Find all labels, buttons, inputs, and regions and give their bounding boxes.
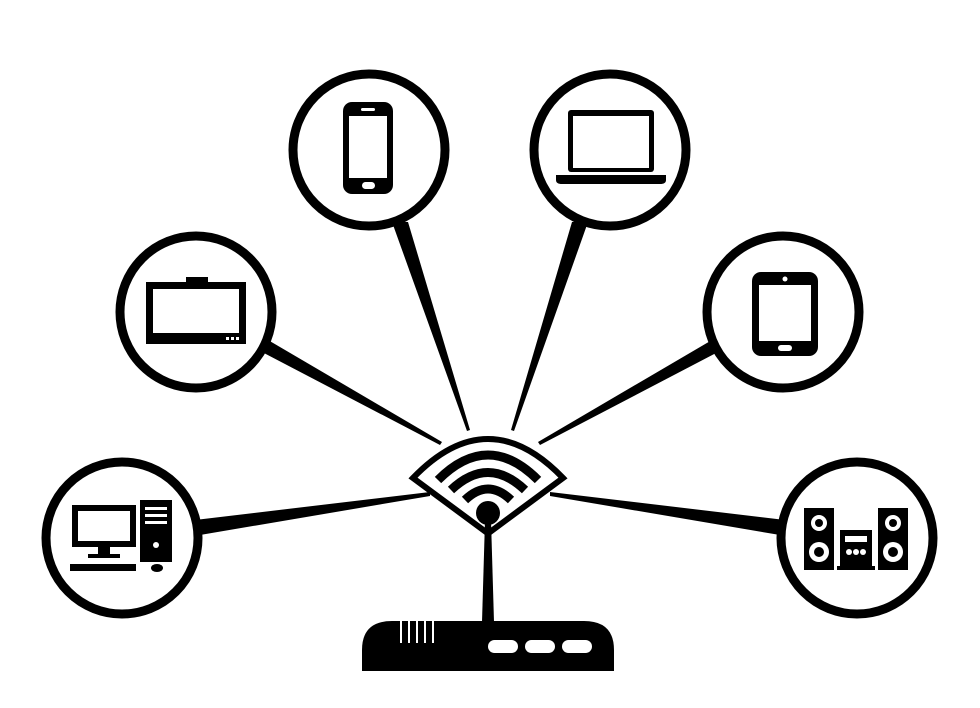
stereo-speakers-icon <box>804 508 908 570</box>
spoke-stereo <box>550 492 785 535</box>
wifi-dot <box>476 501 500 525</box>
wifi-arc-middle <box>447 468 529 494</box>
desktop-computer-icon <box>70 500 172 572</box>
connection-spokes <box>195 222 785 535</box>
wifi-router-icon <box>362 436 614 671</box>
spoke-phone <box>392 222 470 431</box>
laptop-icon <box>556 110 666 184</box>
router-antenna <box>482 520 494 622</box>
spoke-laptop <box>511 222 588 431</box>
television-icon <box>146 277 246 344</box>
wifi-arc-outer <box>434 450 542 484</box>
router-led-3 <box>562 640 592 653</box>
spoke-desktop <box>195 492 430 535</box>
wifi-fan-outline <box>408 436 568 535</box>
spoke-tv <box>262 340 442 445</box>
wifi-arc-inner <box>461 484 515 504</box>
smartphone-icon <box>343 102 393 194</box>
tablet-icon <box>752 272 818 356</box>
router-led-1 <box>488 640 518 653</box>
router-led-2 <box>525 640 555 653</box>
spoke-tablet <box>538 340 718 445</box>
